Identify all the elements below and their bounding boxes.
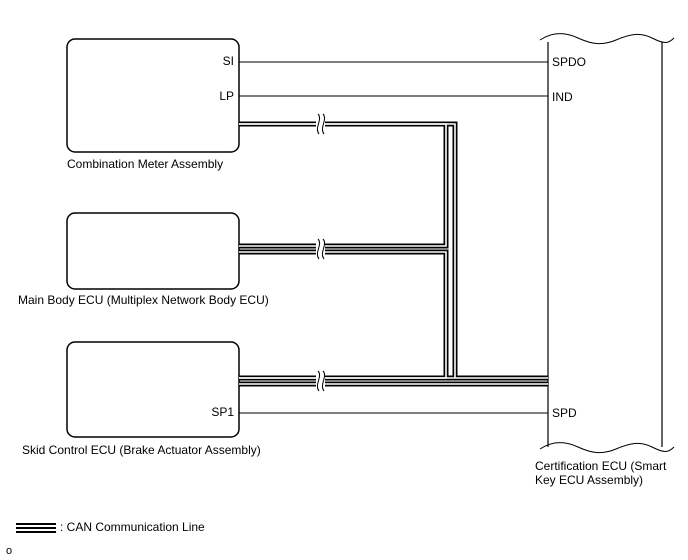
terminal-spdo: SPDO bbox=[552, 55, 587, 69]
combination-meter-label: Combination Meter Assembly bbox=[67, 157, 224, 171]
terminal-lp: LP bbox=[219, 89, 234, 103]
can-break-marks bbox=[316, 113, 326, 392]
skid-control-ecu-box bbox=[66, 341, 240, 438]
footer-code: o bbox=[6, 545, 13, 557]
skid-control-ecu-label: Skid Control ECU (Brake Actuator Assembl… bbox=[22, 443, 261, 457]
terminal-spd: SPD bbox=[552, 406, 577, 420]
terminal-si: SI bbox=[222, 54, 234, 68]
can-bus bbox=[239, 121, 548, 387]
terminal-ind: IND bbox=[552, 90, 573, 104]
main-body-ecu-label: Main Body ECU (Multiplex Network Body EC… bbox=[18, 293, 269, 307]
terminal-sp1: SP1 bbox=[211, 405, 234, 419]
legend-can-label: : CAN Communication Line bbox=[60, 520, 205, 534]
certification-ecu-label-line2: Key ECU Assembly) bbox=[535, 473, 644, 487]
main-body-ecu-box bbox=[66, 212, 240, 290]
certification-ecu-label-line1: Certification ECU (Smart bbox=[535, 459, 667, 473]
legend-can-symbol bbox=[16, 523, 56, 533]
